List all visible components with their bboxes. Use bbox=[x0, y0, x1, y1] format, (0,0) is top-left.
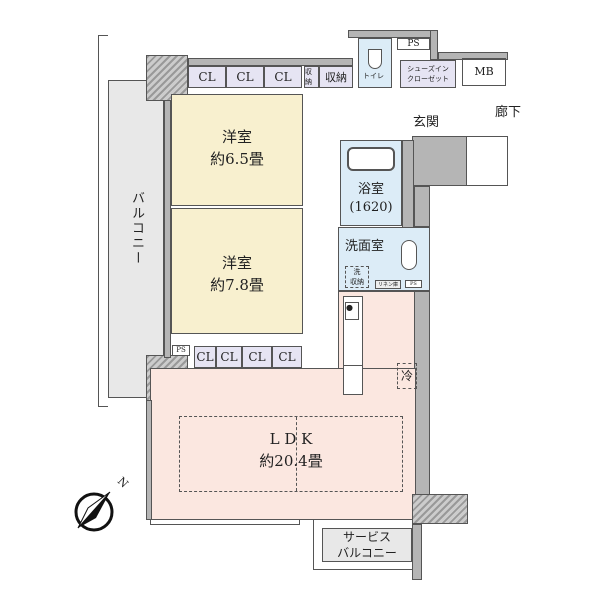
west-wall bbox=[164, 100, 171, 358]
room-name: 洋室 bbox=[221, 254, 252, 272]
compass-icon: N bbox=[74, 475, 131, 534]
closet: CL bbox=[216, 346, 242, 368]
ldk: 冷 L D K 約20.4畳 bbox=[150, 363, 417, 520]
storage: 収納 bbox=[319, 66, 353, 88]
shoes-closet: シューズイン クローゼット bbox=[400, 60, 456, 88]
north-wall-2 bbox=[348, 30, 432, 38]
closet: CL bbox=[188, 66, 226, 88]
column-bottom-right bbox=[412, 494, 468, 524]
wall bbox=[438, 52, 508, 60]
wall bbox=[430, 30, 438, 60]
washroom: 洗面室 洗 収納 リネン庫 PS bbox=[338, 227, 430, 291]
room-name: 浴室 bbox=[357, 182, 384, 197]
closet: CL bbox=[272, 346, 302, 368]
bathroom: 浴室 (1620) bbox=[340, 140, 402, 226]
hall-box bbox=[466, 136, 508, 186]
wall-block bbox=[412, 136, 468, 186]
ps-top: PS bbox=[397, 38, 430, 50]
room-size: 約7.8畳 bbox=[210, 276, 264, 294]
room-name: 洋室 bbox=[221, 128, 252, 146]
linen-storage: リネン庫 bbox=[375, 280, 402, 289]
south-window bbox=[150, 519, 300, 525]
ldk-area: L D K 約20.4畳 bbox=[179, 416, 403, 492]
entrance-label: 玄関 bbox=[413, 115, 440, 130]
closet: CL bbox=[226, 66, 264, 88]
toilet: トイレ bbox=[358, 38, 392, 88]
western-room-2: 洋室 約7.8畳 bbox=[171, 208, 303, 334]
fridge-space: 冷 bbox=[397, 363, 417, 389]
room-size: (1620) bbox=[349, 200, 393, 215]
shoes-closet-line1: シューズイン bbox=[407, 65, 449, 73]
bathtub-icon bbox=[347, 147, 395, 171]
room-name: 洗面室 bbox=[345, 239, 385, 254]
closet: CL bbox=[194, 346, 216, 368]
west-window-wall bbox=[146, 400, 152, 520]
storage-small: 収納 bbox=[304, 66, 319, 88]
room-name: L D K bbox=[269, 430, 313, 448]
balcony: バルコニー bbox=[108, 80, 164, 398]
western-room-1: 洋室 約6.5畳 bbox=[171, 94, 303, 206]
ps-wash: PS bbox=[405, 280, 422, 288]
room-size: 約6.5畳 bbox=[210, 150, 264, 168]
hallway-label: 廊下 bbox=[495, 105, 522, 120]
kitchen: ● bbox=[338, 291, 415, 373]
wash-storage-line1: 洗 bbox=[353, 268, 361, 276]
service-balcony: サービス バルコニー bbox=[322, 528, 412, 562]
service-balcony-rail bbox=[313, 520, 413, 570]
toilet-icon bbox=[368, 49, 382, 69]
column-top-left bbox=[146, 55, 188, 101]
north-wall bbox=[188, 58, 353, 66]
shoes-closet-line2: クローゼット bbox=[407, 75, 449, 83]
balcony-rail bbox=[98, 35, 108, 407]
east-wall-upper bbox=[414, 186, 430, 227]
service-balcony-line1: サービス bbox=[342, 530, 391, 544]
closet: CL bbox=[242, 346, 272, 368]
wash-storage: 洗 収納 bbox=[345, 266, 369, 288]
service-balcony-line2: バルコニー bbox=[337, 546, 397, 560]
washbasin-icon bbox=[401, 240, 417, 270]
east-wall bbox=[414, 291, 430, 516]
stove-icon: ● bbox=[345, 302, 359, 320]
wall bbox=[412, 524, 422, 580]
divider bbox=[296, 417, 297, 491]
closet: CL bbox=[264, 66, 302, 88]
balcony-label: バルコニー bbox=[129, 191, 144, 266]
room-size: 約20.4畳 bbox=[259, 452, 323, 470]
ps-left: PS bbox=[172, 345, 190, 356]
toilet-label: トイレ bbox=[363, 72, 384, 80]
sink-icon bbox=[343, 365, 363, 395]
wash-storage-line2: 収納 bbox=[350, 278, 364, 286]
mb: MB bbox=[462, 58, 506, 86]
wall bbox=[402, 140, 414, 228]
